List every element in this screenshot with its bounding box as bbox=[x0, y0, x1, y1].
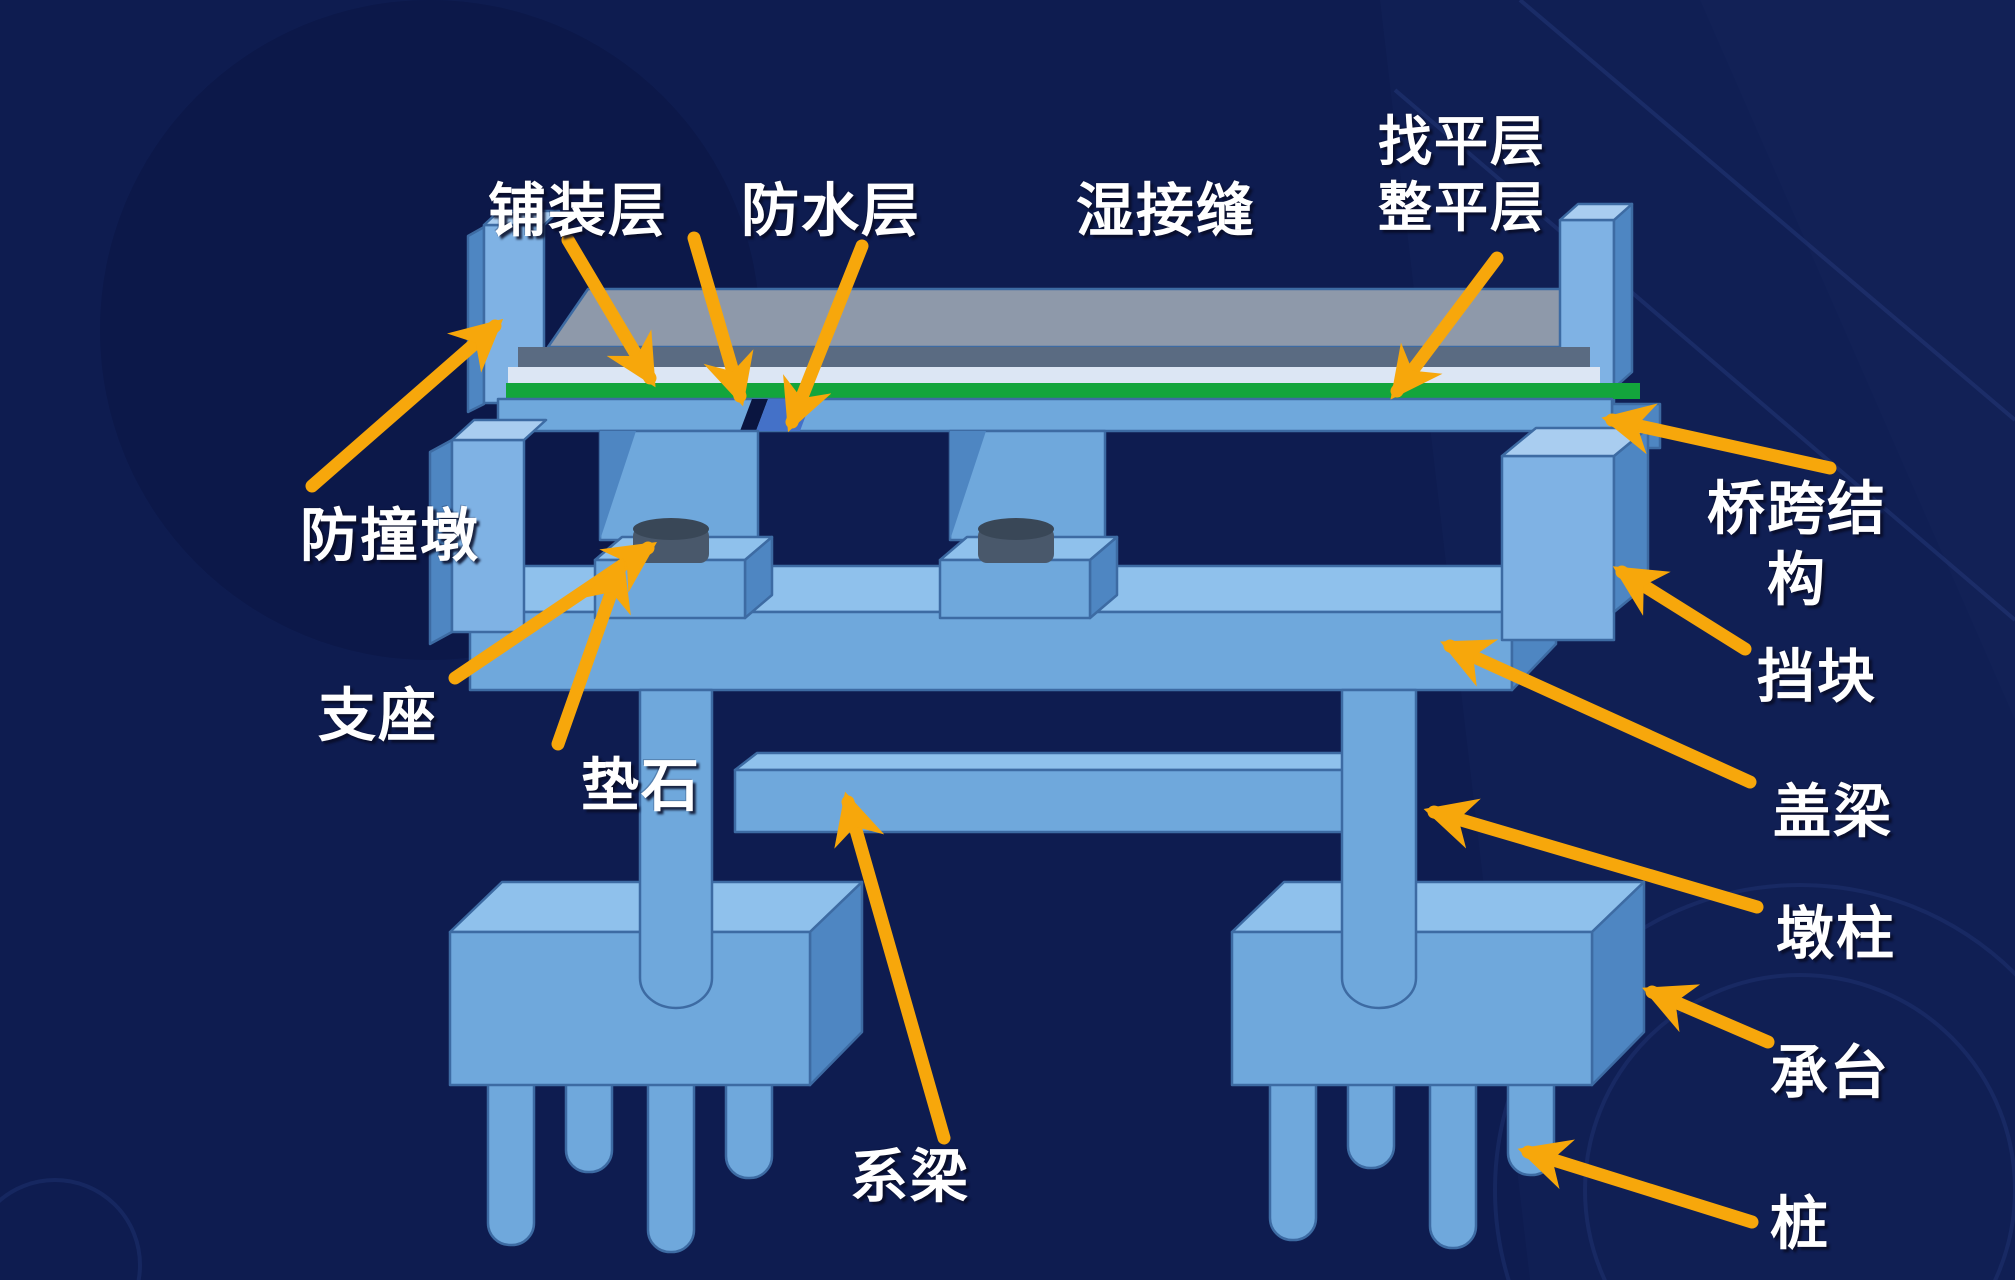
crash-barrier-left-side bbox=[466, 225, 486, 414]
girder-right-shade bbox=[950, 431, 986, 540]
waterproof-layer-strip bbox=[508, 367, 1600, 383]
arrow-paving-layer bbox=[561, 233, 657, 388]
arrow-tie-beam bbox=[834, 791, 951, 1145]
arrow-waterproof-layer bbox=[687, 231, 754, 407]
crash-barrier-right-side bbox=[1612, 202, 1634, 390]
girder-left-shade bbox=[600, 431, 636, 540]
arrow-shear-block bbox=[1612, 565, 1752, 656]
label-wet-joint: 湿接缝 bbox=[1075, 178, 1257, 244]
cap-beam-front bbox=[468, 610, 1514, 692]
background-arc-2 bbox=[1493, 883, 2015, 1280]
background-arc-1 bbox=[1583, 973, 2015, 1280]
label-pile-cap: 承台 bbox=[1769, 1040, 1891, 1106]
leveling-layer-strip bbox=[506, 383, 1640, 399]
bearing-right-top bbox=[978, 518, 1054, 540]
arrow-span-structure bbox=[1601, 403, 1837, 475]
label-pile: 桩 bbox=[1769, 1191, 1831, 1257]
deck-slab bbox=[496, 397, 1614, 433]
label-cap-beam: 盖梁 bbox=[1772, 779, 1894, 845]
tie-beam bbox=[733, 768, 1362, 834]
shear-block-left-top bbox=[450, 418, 548, 442]
label-pier-column: 墩柱 bbox=[1775, 901, 1897, 967]
arrow-pile bbox=[1517, 1139, 1759, 1229]
label-crash-barrier: 防撞墩 bbox=[299, 503, 481, 569]
bearing-left-top bbox=[633, 518, 709, 540]
callout-arrows bbox=[305, 231, 1837, 1229]
crash-barrier-right-top bbox=[1558, 202, 1634, 222]
arrow-wet-joint bbox=[783, 239, 869, 433]
background-light-corner bbox=[1700, 0, 2015, 720]
pier-column-right bbox=[1340, 688, 1418, 1010]
arrow-cap-beam bbox=[1440, 639, 1757, 789]
arrow-pier-column bbox=[1423, 798, 1764, 914]
arrow-leveling-layer bbox=[1390, 251, 1504, 400]
paving-layer-front bbox=[518, 347, 1590, 367]
label-shear-block: 挡块 bbox=[1756, 644, 1878, 710]
wet-joint-gap bbox=[740, 399, 768, 431]
label-leveling-layer: 找平层 整平层 bbox=[1378, 112, 1546, 238]
shear-block-left bbox=[450, 438, 526, 634]
label-bearing: 支座 bbox=[317, 683, 439, 749]
crash-barrier-left-top bbox=[482, 209, 561, 227]
pile-cap-right-top bbox=[1230, 880, 1646, 934]
arrow-crash-barrier bbox=[305, 318, 504, 493]
arrow-pad-stone bbox=[551, 557, 631, 751]
arrow-pile-cap bbox=[1642, 984, 1775, 1049]
background-diagonal-1 bbox=[1393, 88, 2015, 622]
label-paving-layer: 铺装层 bbox=[487, 178, 669, 244]
background-dark-glow bbox=[100, 0, 760, 660]
label-waterproof-layer: 防水层 bbox=[740, 178, 922, 244]
label-tie-beam: 系梁 bbox=[849, 1144, 971, 1210]
background-diagonal-2 bbox=[1518, 0, 2015, 422]
pile-cap-left bbox=[448, 930, 812, 1087]
pier-column-left bbox=[638, 688, 714, 1010]
label-span-structure: 桥跨结构 bbox=[1706, 476, 1887, 612]
tie-beam-top bbox=[733, 751, 1384, 772]
label-pad-stone: 垫石 bbox=[580, 753, 702, 819]
background-arc-3 bbox=[0, 1178, 142, 1280]
pad-stone-right bbox=[938, 558, 1092, 620]
shear-block-right bbox=[1500, 454, 1616, 642]
